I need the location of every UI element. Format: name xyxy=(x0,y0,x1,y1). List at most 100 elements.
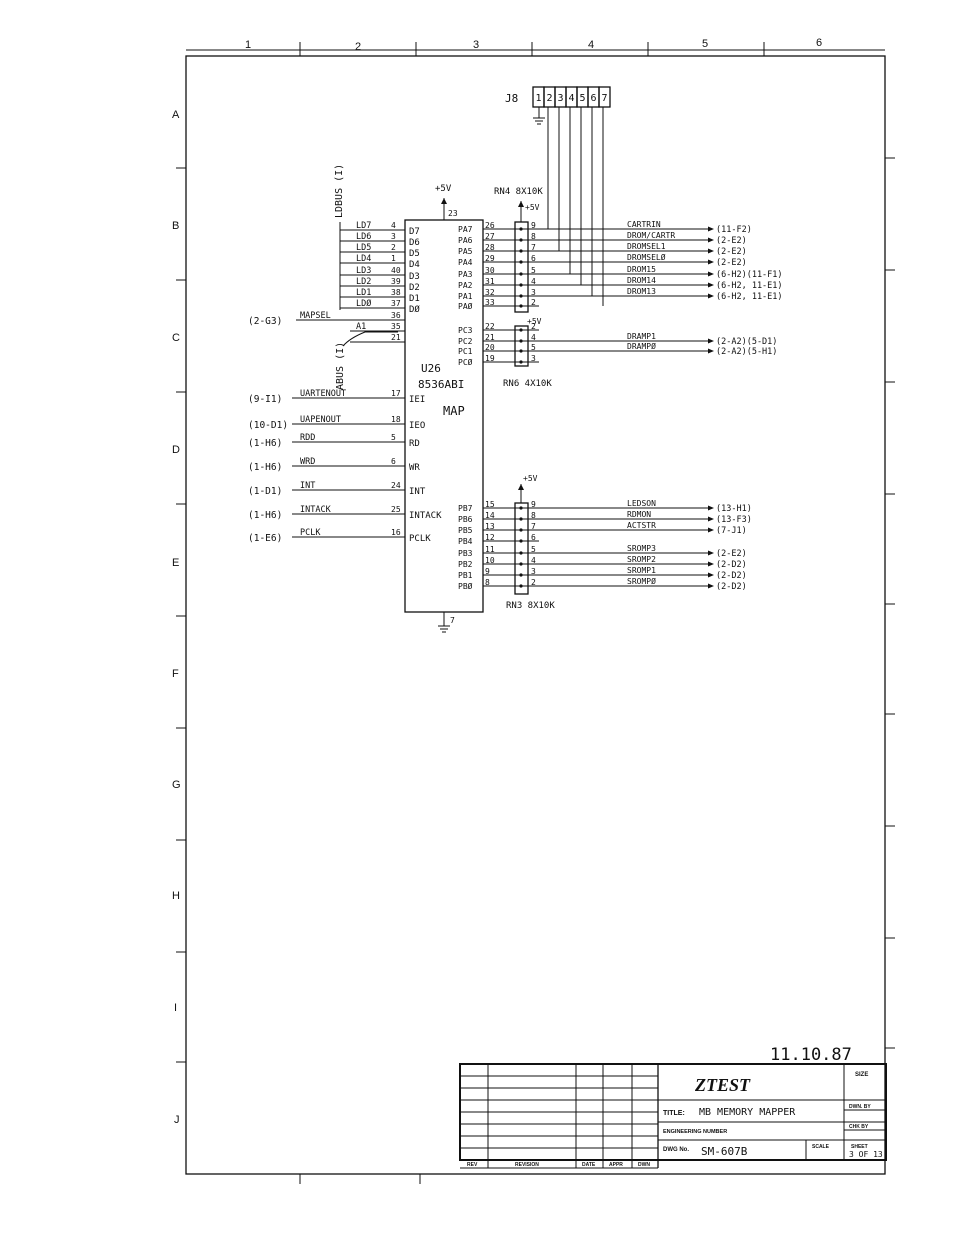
row-label: A xyxy=(172,109,180,121)
pin-number: 37 xyxy=(391,299,401,308)
pin-name: RD xyxy=(409,439,420,449)
u26-vcc: +5V xyxy=(435,184,452,194)
sheet-ref: (9-I1) xyxy=(248,394,282,405)
row-label: B xyxy=(172,220,179,232)
pin-number: 31 xyxy=(485,277,495,286)
pin-name: PA3 xyxy=(458,270,473,279)
u26-left-pins: D74LD7D63LD6D52LD5D41LD4D340LD3D239LD2D1… xyxy=(248,221,442,544)
engineering-label: ENGINEERING NUMBER xyxy=(663,1129,727,1135)
arrow-icon xyxy=(708,271,714,277)
j8-pin-number: 1 xyxy=(536,93,542,104)
net-label: DROM15 xyxy=(627,265,656,274)
j8-pin-number: 3 xyxy=(558,93,564,104)
pin-number: 35 xyxy=(391,322,401,331)
pin-number: 21 xyxy=(391,333,401,342)
pin-name: D5 xyxy=(409,249,420,259)
pin-name: PBØ xyxy=(458,581,473,591)
pin-name: PAØ xyxy=(458,301,473,311)
pin-number: 10 xyxy=(485,556,495,565)
sheet-ref: (2-D2) xyxy=(716,571,747,581)
sheet-ref: (1-E6) xyxy=(248,533,282,544)
net-label: LD2 xyxy=(356,277,371,287)
pin-number: 5 xyxy=(391,433,396,442)
sheet-ref: (1-H6) xyxy=(248,510,282,521)
pin-name: PB6 xyxy=(458,515,473,524)
pin-name: PA1 xyxy=(458,292,473,301)
net-label: DROMSEL1 xyxy=(627,242,666,251)
rn-pin-number: 2 xyxy=(531,298,536,307)
rn6-resistor-network xyxy=(514,325,529,367)
arrow-icon xyxy=(708,293,714,299)
rn-pin-number: 2 xyxy=(531,322,536,331)
rn-pin-number: 4 xyxy=(531,333,536,342)
net-label: RDD xyxy=(300,433,315,443)
u26-ref: U26 xyxy=(421,362,441,375)
net-label: INT xyxy=(300,481,315,491)
arrow-icon xyxy=(708,550,714,556)
sheet-ref: (13-F3) xyxy=(716,515,752,525)
rn-pin-number: 9 xyxy=(531,221,536,230)
rev-col: REV xyxy=(467,1162,478,1168)
size-label: SIZE xyxy=(855,1072,868,1078)
sheet-number: 3 OF 13 xyxy=(849,1150,883,1159)
arrow-icon xyxy=(708,226,714,232)
net-label: DROM/CARTR xyxy=(627,231,675,240)
rn-pin-number: 5 xyxy=(531,343,536,352)
sheet-ref: (1-H6) xyxy=(248,438,282,449)
arrow-icon xyxy=(708,527,714,533)
pin-name: D1 xyxy=(409,294,420,304)
net-label: DROM13 xyxy=(627,287,656,296)
pin-number: 22 xyxy=(485,322,495,331)
pin-number: 14 xyxy=(485,511,495,520)
arrow-icon xyxy=(708,505,714,511)
sheet-ref: (2-A2)(5-H1) xyxy=(716,347,777,357)
sheet-ref: (6-H2)(11-F1) xyxy=(716,270,783,280)
pin-number: 20 xyxy=(485,343,495,352)
arrow-icon xyxy=(708,248,714,254)
pin-number: 4 xyxy=(391,221,396,230)
col-label: 1 xyxy=(245,39,251,51)
net-label: UARTENOUT xyxy=(300,389,346,399)
vcc-arrow-icon xyxy=(441,198,447,204)
sheet-ref: (2-D2) xyxy=(716,560,747,570)
col-label: 2 xyxy=(355,41,361,53)
u26-gnd-pin: 7 xyxy=(450,616,455,625)
rn-pin-number: 5 xyxy=(531,545,536,554)
row-ticks xyxy=(176,157,895,1063)
pin-number: 33 xyxy=(485,298,495,307)
arrow-icon xyxy=(708,237,714,243)
sheet-ref: (2-G3) xyxy=(248,316,282,327)
pin-number: 26 xyxy=(485,221,495,230)
sheet-ref: (1-H6) xyxy=(248,462,282,473)
col-label: 3 xyxy=(473,39,479,51)
j8-pin-number: 5 xyxy=(580,93,586,104)
sheet-ref: (2-E2) xyxy=(716,549,747,559)
arrow-icon xyxy=(708,348,714,354)
pin-name: PCØ xyxy=(458,357,473,367)
rn6-label: RN6 4X10K xyxy=(503,379,552,389)
net-label: INTACK xyxy=(300,505,332,515)
pin-name: IEO xyxy=(409,421,425,431)
pin-name: PA7 xyxy=(458,225,473,234)
pin-name: PC3 xyxy=(458,326,473,335)
pin-name: D2 xyxy=(409,283,420,293)
pin-name: INT xyxy=(409,487,426,497)
sheet-ref: (1-D1) xyxy=(248,486,282,497)
rn-pin-number: 2 xyxy=(531,578,536,587)
pin-number: 18 xyxy=(391,415,401,424)
pin-number: 1 xyxy=(391,254,396,263)
pin-name: PA2 xyxy=(458,281,473,290)
pin-name: PB3 xyxy=(458,549,473,558)
row-label: E xyxy=(172,557,179,569)
rn-pin-number: 8 xyxy=(531,232,536,241)
rn-pin-number: 7 xyxy=(531,243,536,252)
pin-name: PC1 xyxy=(458,347,473,356)
rn-pin-number: 9 xyxy=(531,500,536,509)
arrow-icon xyxy=(708,583,714,589)
net-label: MAPSEL xyxy=(300,311,331,321)
pin-number: 8 xyxy=(485,578,490,587)
pin-number: 6 xyxy=(391,457,396,466)
rn-pin-number: 3 xyxy=(531,567,536,576)
